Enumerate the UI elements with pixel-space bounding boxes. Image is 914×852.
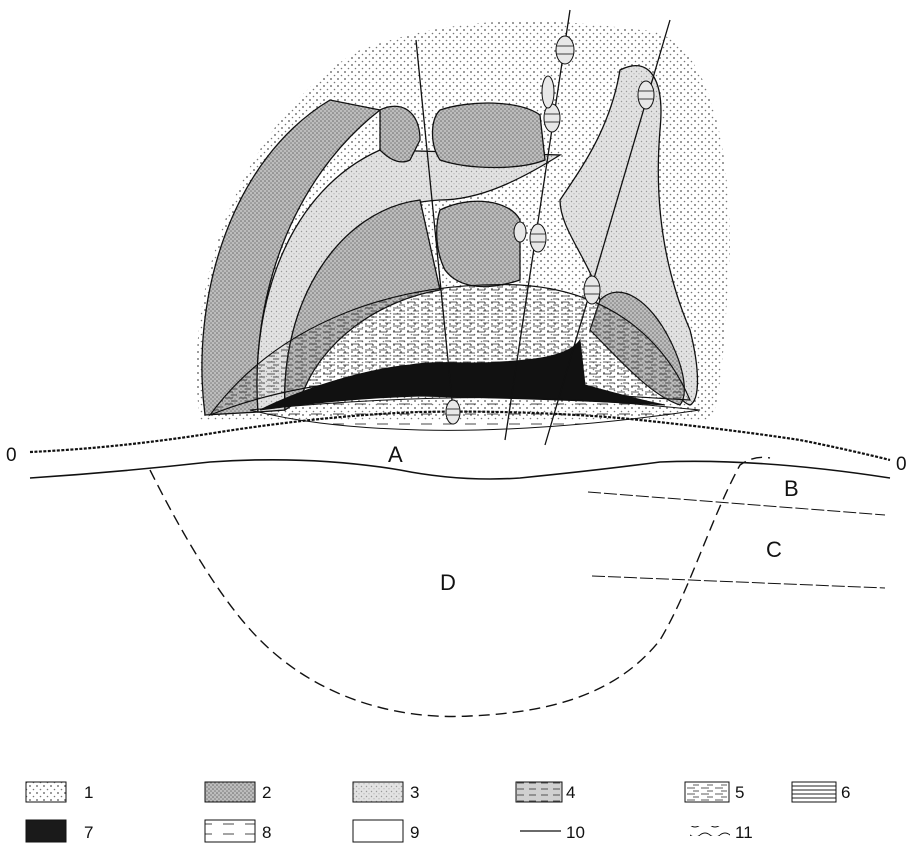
- marker-2: [544, 104, 560, 132]
- legend-item-4: 4: [516, 782, 575, 802]
- svg-text:1: 1: [84, 783, 93, 802]
- marker-1: [556, 36, 574, 64]
- legend-item-9: 9: [353, 820, 419, 842]
- svg-text:5: 5: [735, 783, 744, 802]
- legend: 1 2 3 4 5 6 7 8: [26, 782, 850, 842]
- legend-item-1: 1: [26, 782, 93, 802]
- svg-text:8: 8: [262, 823, 271, 842]
- zone-b-label: B: [784, 476, 799, 501]
- svg-text:9: 9: [410, 823, 419, 842]
- svg-text:7: 7: [84, 823, 93, 842]
- svg-text:4: 4: [566, 783, 575, 802]
- center-block: [437, 201, 520, 286]
- marker-4: [638, 81, 654, 109]
- zone-c-label: C: [766, 537, 782, 562]
- marker-7: [514, 222, 526, 242]
- svg-text:2: 2: [262, 783, 271, 802]
- divider-b: [588, 492, 885, 515]
- svg-text:3: 3: [410, 783, 419, 802]
- divider-c: [592, 576, 885, 588]
- legend-item-6: 6: [792, 782, 850, 802]
- marker-8: [542, 76, 554, 108]
- marker-6: [446, 400, 460, 424]
- svg-text:10: 10: [566, 823, 585, 842]
- zone-d-boundary: [150, 457, 770, 716]
- legend-item-2: 2: [205, 782, 271, 802]
- origin-right-label: 0: [896, 454, 907, 475]
- marker-3: [530, 224, 546, 252]
- zone-a-label: A: [388, 442, 403, 467]
- legend-item-11: 11: [690, 823, 753, 842]
- legend-item-8: 8: [205, 820, 271, 842]
- svg-text:6: 6: [841, 783, 850, 802]
- marker-5: [584, 276, 600, 304]
- top-mid-block: [433, 103, 546, 167]
- legend-item-3: 3: [353, 782, 419, 802]
- legend-item-7: 7: [26, 820, 93, 842]
- legend-item-10: 10: [520, 823, 585, 842]
- zone-d-label: D: [440, 570, 456, 595]
- legend-item-5: 5: [685, 782, 744, 802]
- origin-left-label: 0: [6, 445, 17, 466]
- svg-text:11: 11: [735, 823, 753, 842]
- lower-boundary-line: [30, 460, 890, 479]
